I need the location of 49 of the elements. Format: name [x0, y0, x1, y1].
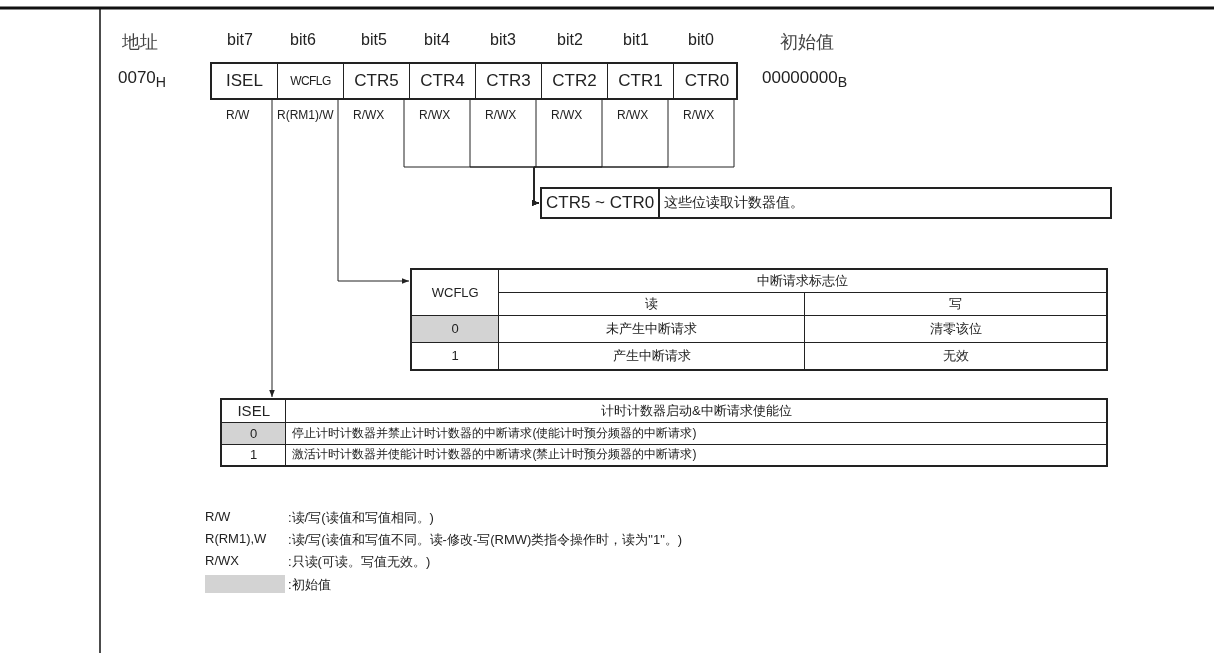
- initial-value-heading: 初始值: [780, 31, 834, 54]
- access-type: R/WX: [419, 108, 451, 122]
- access-type: R/W: [226, 108, 250, 122]
- access-type: R/WX: [683, 108, 715, 122]
- bit-field: CTR2: [542, 64, 608, 98]
- access-key: R/W: [205, 509, 231, 524]
- access-definition: :只读(可读。写值无效。): [288, 553, 431, 571]
- description-text: 这些位读取计数器值。: [663, 193, 806, 212]
- bit-number: bit3: [490, 31, 516, 49]
- bit-field: CTR1: [608, 64, 674, 98]
- description-panel: [540, 187, 1112, 219]
- access-type: R(RM1)/W: [277, 108, 334, 122]
- initial-value: 00000000$_{B}$: [762, 68, 848, 91]
- column-heading: 读: [498, 292, 805, 315]
- bit-number: bit4: [424, 31, 450, 49]
- field-name: CTR5 ~ CTR0: [542, 189, 661, 217]
- bit-number: bit7: [227, 31, 253, 49]
- bit-number: bit0: [688, 31, 714, 49]
- arrow: [337, 97, 410, 284]
- bit-field: CTR0: [674, 64, 740, 98]
- arrow: [532, 97, 735, 206]
- bit-table: [220, 398, 1108, 467]
- description-text: 未产生中断请求: [498, 315, 805, 342]
- access-definition: :读/写(读值和写值不同。读-修改-写(RMW)类指令操作时，读为"1"。): [288, 531, 683, 549]
- bit-field: CTR3: [476, 64, 542, 98]
- bit-name-heading: ISEL: [221, 399, 286, 422]
- access-type: R/WX: [617, 108, 649, 122]
- legend-text: :初始值: [288, 576, 331, 594]
- arrow: [269, 97, 275, 398]
- bit-number: bit6: [290, 31, 316, 49]
- access-type: R/WX: [485, 108, 517, 122]
- bit-field: CTR4: [410, 64, 476, 98]
- bit-field: WCFLG: [278, 64, 344, 98]
- bit-number: bit2: [557, 31, 583, 49]
- bit-field: CTR5: [344, 64, 410, 98]
- value-number: 0: [411, 315, 499, 342]
- bit-field: ISEL: [212, 64, 278, 98]
- access-type: R/WX: [551, 108, 583, 122]
- address-heading: 地址: [122, 31, 158, 54]
- access-key: R/WX: [205, 553, 239, 568]
- access-key: R(RM1),W: [205, 531, 267, 546]
- bit-name-heading: WCFLG: [411, 269, 499, 315]
- value-number: 0: [221, 422, 286, 444]
- bit-number: bit5: [361, 31, 387, 49]
- access-definition: :读/写(读值和写值相同。): [288, 509, 434, 527]
- bit-number: bit1: [623, 31, 649, 49]
- access-type: R/WX: [353, 108, 385, 122]
- address-value: 0070$_{H}$: [118, 68, 167, 91]
- bit-table: [410, 268, 1108, 371]
